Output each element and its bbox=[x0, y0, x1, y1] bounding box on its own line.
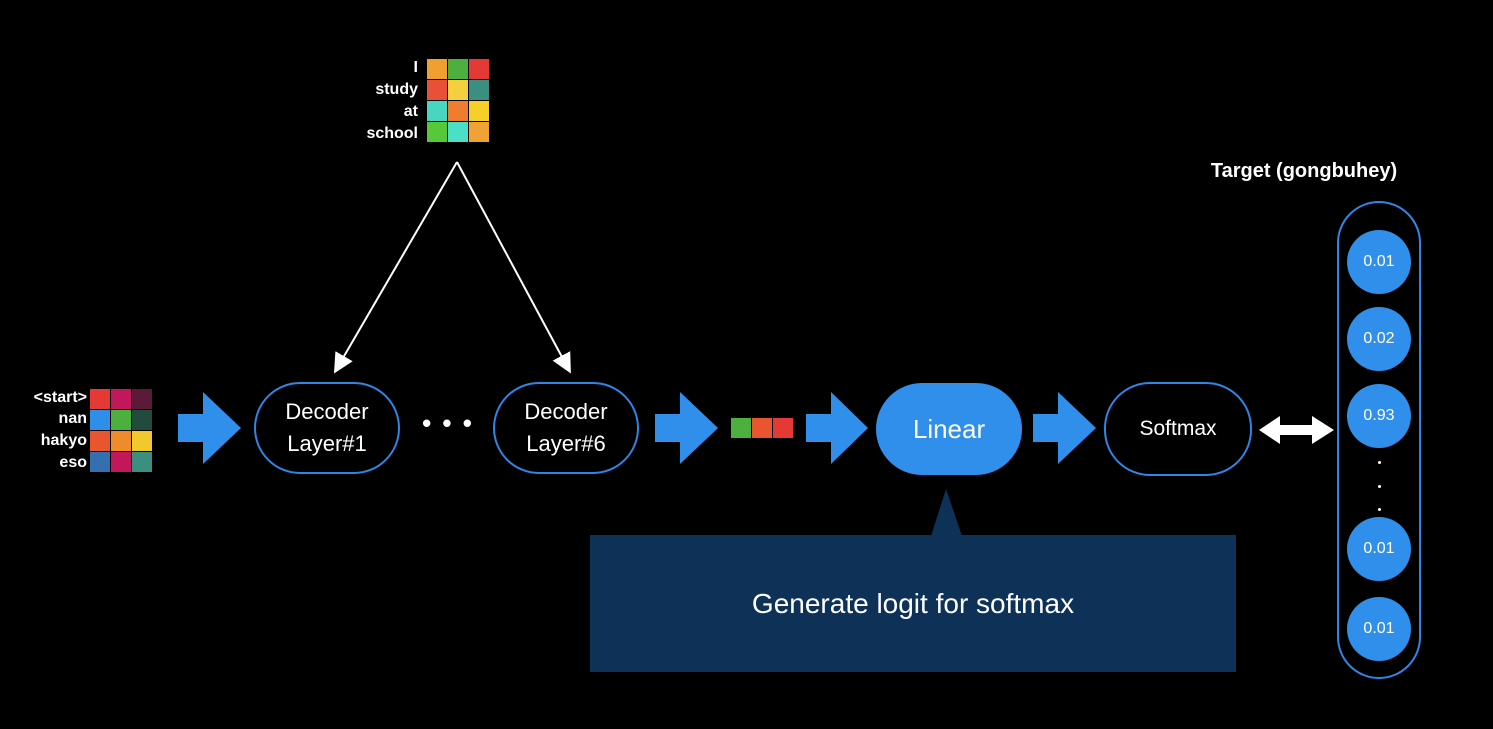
embedding-cell bbox=[448, 80, 468, 100]
linear-label: Linear bbox=[912, 414, 986, 444]
embedding-cell bbox=[111, 431, 131, 451]
flow-arrow-1 bbox=[178, 392, 241, 464]
linear-layer: Linear bbox=[876, 383, 1022, 475]
flow-arrow-2 bbox=[655, 392, 718, 464]
embedding-cell bbox=[469, 59, 489, 79]
embedding-cell bbox=[111, 410, 131, 430]
embedding-cell bbox=[427, 122, 447, 142]
compare-double-arrow bbox=[1259, 416, 1334, 444]
token-label: study bbox=[375, 81, 418, 98]
linear-callout: Generate logit for softmax bbox=[590, 535, 1236, 672]
embedding-cell bbox=[111, 452, 131, 472]
embedding-cell bbox=[132, 389, 152, 409]
token-label: <start> bbox=[33, 389, 87, 406]
target-distribution: 0.01 0.02 0.93 0.01 0.01 bbox=[1337, 201, 1421, 679]
token-label: nan bbox=[58, 410, 87, 427]
target-prob-circle: 0.01 bbox=[1347, 517, 1411, 581]
token-label: eso bbox=[59, 454, 87, 471]
vector-cell bbox=[773, 418, 793, 438]
decoder-layer-6: Decoder Layer#6 bbox=[493, 382, 639, 474]
decoder-layer-6-line1: Decoder bbox=[524, 399, 608, 424]
embedding-cell bbox=[132, 410, 152, 430]
vertical-ellipsis-dot bbox=[1378, 508, 1381, 511]
layer-ellipsis: • • • bbox=[422, 408, 474, 438]
embedding-cell bbox=[469, 122, 489, 142]
vertical-ellipsis-dot bbox=[1378, 485, 1381, 488]
token-label: hakyo bbox=[40, 432, 87, 449]
embedding-cell bbox=[132, 452, 152, 472]
decoder-layer-1-line2: Layer#1 bbox=[287, 431, 367, 456]
vertical-ellipsis-dot bbox=[1378, 461, 1381, 464]
token-label: at bbox=[403, 103, 418, 120]
flow-arrow-3 bbox=[806, 392, 868, 464]
callout-pointer bbox=[931, 489, 962, 536]
embedding-cell bbox=[469, 80, 489, 100]
decoder-layer-1: Decoder Layer#1 bbox=[254, 382, 400, 474]
embedding-cell bbox=[448, 122, 468, 142]
softmax-layer: Softmax bbox=[1104, 382, 1252, 476]
embedding-cell bbox=[448, 101, 468, 121]
flow-arrow-4 bbox=[1033, 392, 1096, 464]
decoder-layer-6-line2: Layer#6 bbox=[526, 431, 606, 456]
target-title: Target (gongbuhey) bbox=[1210, 160, 1398, 182]
embedding-cell bbox=[90, 389, 110, 409]
embedding-cell bbox=[90, 410, 110, 430]
encoder-to-decoder6-arrow bbox=[456, 161, 571, 374]
embedding-cell bbox=[469, 101, 489, 121]
decoder-layer-1-line1: Decoder bbox=[285, 399, 369, 424]
embedding-cell bbox=[132, 431, 152, 451]
embedding-cell bbox=[90, 431, 110, 451]
embedding-cell bbox=[448, 59, 468, 79]
target-prob-circle: 0.01 bbox=[1347, 230, 1411, 294]
token-label: I bbox=[413, 59, 418, 76]
embedding-cell bbox=[427, 101, 447, 121]
embedding-cell bbox=[427, 59, 447, 79]
target-prob-circle: 0.02 bbox=[1347, 307, 1411, 371]
encoder-to-decoder1-arrow bbox=[333, 161, 458, 374]
target-prob-circle: 0.93 bbox=[1347, 384, 1411, 448]
vector-cell bbox=[731, 418, 751, 438]
vector-cell bbox=[752, 418, 772, 438]
softmax-label: Softmax bbox=[1139, 417, 1217, 440]
token-label: school bbox=[366, 125, 418, 142]
target-prob-circle: 0.01 bbox=[1347, 597, 1411, 661]
embedding-cell bbox=[90, 452, 110, 472]
callout-text: Generate logit for softmax bbox=[751, 587, 1075, 619]
embedding-cell bbox=[427, 80, 447, 100]
embedding-cell bbox=[111, 389, 131, 409]
